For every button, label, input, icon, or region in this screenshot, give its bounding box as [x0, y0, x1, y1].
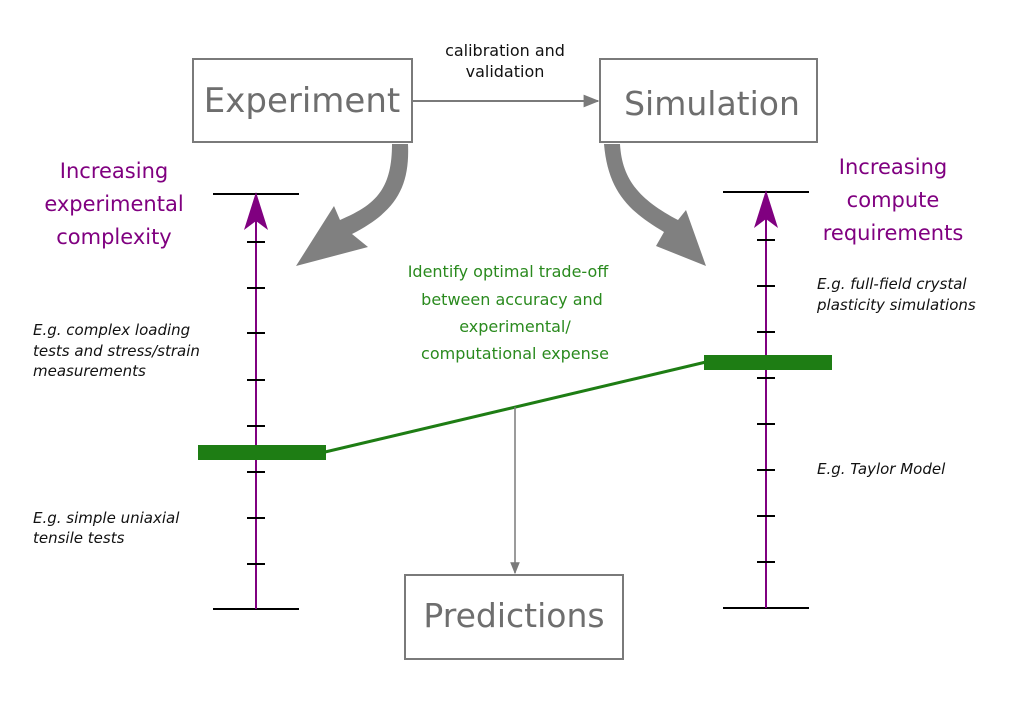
- experiment-box: [192, 58, 413, 143]
- left-note-high-2: tests and stress/strain: [33, 342, 200, 360]
- predictions-box: [404, 574, 624, 660]
- right-note-low: E.g. Taylor Model: [817, 460, 946, 478]
- right-note-high-2: plasticity simulations: [816, 296, 976, 314]
- calibration-label-line1: calibration and: [445, 41, 565, 60]
- left-axis-label-3: complexity: [56, 225, 172, 249]
- left-note-high-3: measurements: [33, 362, 146, 380]
- left-note-low-1: E.g. simple uniaxial: [33, 509, 180, 527]
- simulation-box: [599, 58, 818, 143]
- right-note-high-1: E.g. full-field crystal: [817, 275, 967, 293]
- left-optimum-marker: [198, 445, 326, 460]
- right-axis-label-1: Increasing: [839, 155, 947, 179]
- tradeoff-text-3: experimental/: [459, 317, 571, 336]
- curved-arrow-left-icon: [296, 144, 409, 266]
- right-axis-label-3: requirements: [823, 221, 964, 245]
- tradeoff-text-4: computational expense: [421, 344, 609, 363]
- right-optimum-marker: [704, 355, 832, 370]
- left-axis-label-2: experimental: [44, 192, 183, 216]
- predictions-label: Predictions: [423, 596, 604, 635]
- left-note-high-1: E.g. complex loading: [33, 321, 190, 339]
- tradeoff-text-2: between accuracy and: [421, 290, 603, 309]
- right-axis-label-2: compute: [847, 188, 940, 212]
- left-note-low-2: tensile tests: [33, 529, 125, 547]
- curved-arrow-right-icon: [604, 144, 706, 266]
- tradeoff-text-1: Identify optimal trade-off: [408, 262, 610, 281]
- left-axis: [213, 192, 299, 610]
- experiment-label: Experiment: [204, 81, 400, 121]
- right-axis: [723, 190, 809, 609]
- calibration-label-line2: validation: [466, 62, 545, 81]
- simulation-label: Simulation: [624, 84, 800, 123]
- left-axis-label-1: Increasing: [60, 159, 168, 183]
